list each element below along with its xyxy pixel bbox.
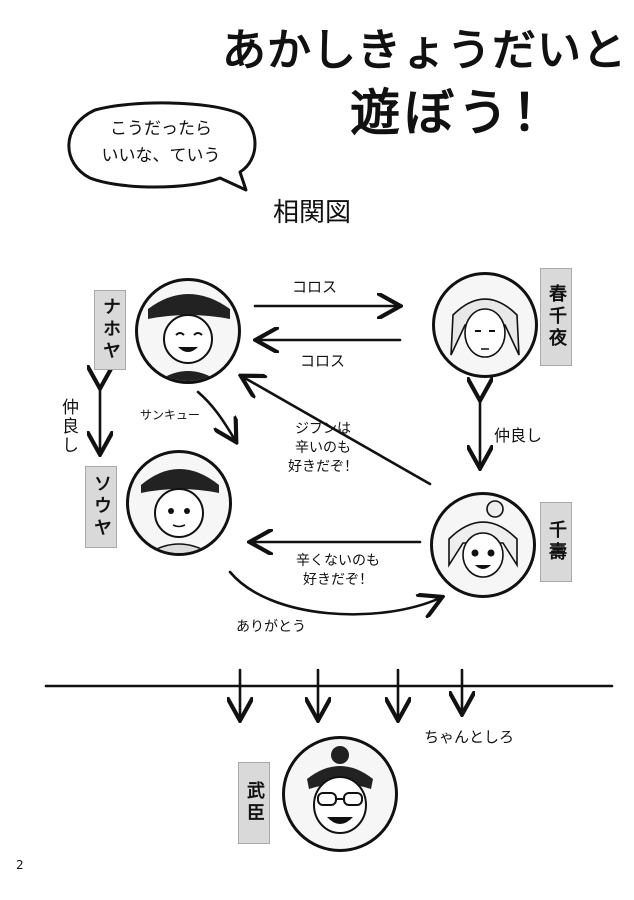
- arrow-souya-to-chizuru: [228, 570, 440, 614]
- label-chizuru-to-souya-line-1: 辛くないのも: [296, 553, 380, 569]
- haruchiyo-face-icon: [450, 298, 520, 358]
- label-thanks: サンキュー: [140, 408, 201, 422]
- bubble-text: こうだったら いいな、ていう: [86, 116, 236, 170]
- page-number: 2: [16, 858, 24, 872]
- title-line-1: あかしきょうだいと: [222, 25, 627, 76]
- label-cross-to: コロス: [292, 278, 338, 296]
- name-souya: ソウヤ: [85, 466, 117, 548]
- speech-bubble: [67, 101, 257, 192]
- label-chizuru-to-souya-line-2: 好きだぞ！: [303, 572, 373, 588]
- title-line-2: 遊ぼう！: [350, 84, 566, 142]
- bubble-line-1: こうだったら: [110, 119, 212, 139]
- label-souya-to-chizuru: ありがとう: [236, 619, 306, 635]
- diagram-subtitle: 相関図: [272, 198, 351, 228]
- nahoya-face-icon: [148, 294, 230, 381]
- name-haruchiyo: 春千夜: [540, 268, 572, 366]
- name-nahoya: ナホヤ: [94, 290, 126, 370]
- souya-face-icon: [141, 469, 219, 553]
- souya-portrait: [126, 450, 232, 556]
- label-chizuru-to-nahoya-line-2: 辛いのも: [295, 440, 351, 456]
- takeomi-face-icon: [307, 746, 373, 834]
- page-title: あかしきょうだいと 遊ぼう！: [222, 22, 627, 146]
- label-haruchiyo-chizuru: 仲良し: [494, 426, 543, 445]
- nahoya-portrait: [135, 278, 241, 384]
- label-chizuru-to-nahoya: ジブンは 辛いのも 好きだぞ！: [268, 420, 378, 477]
- chizuru-portrait: [430, 492, 536, 598]
- name-takeomi: 武臣: [238, 762, 270, 844]
- label-chizuru-to-souya: 辛くないのも 好きだぞ！: [268, 552, 408, 590]
- name-chizuru: 千壽: [540, 502, 572, 582]
- arrow-chizuru-to-nahoya: [243, 377, 432, 486]
- bubble-line-2: いいな、ていう: [101, 146, 221, 166]
- label-nahoya-souya: 仲良し: [58, 398, 78, 455]
- chizuru-face-icon: [448, 500, 518, 578]
- label-to-takeomi: ちゃんとしろ: [424, 728, 515, 746]
- arrow-thanks: [196, 390, 235, 440]
- label-chizuru-to-nahoya-line-1: ジブンは: [295, 421, 351, 437]
- haruchiyo-portrait: [432, 272, 538, 378]
- label-cross-back: コロス: [300, 352, 346, 370]
- label-chizuru-to-nahoya-line-3: 好きだぞ！: [288, 459, 358, 475]
- takeomi-portrait: [282, 736, 398, 852]
